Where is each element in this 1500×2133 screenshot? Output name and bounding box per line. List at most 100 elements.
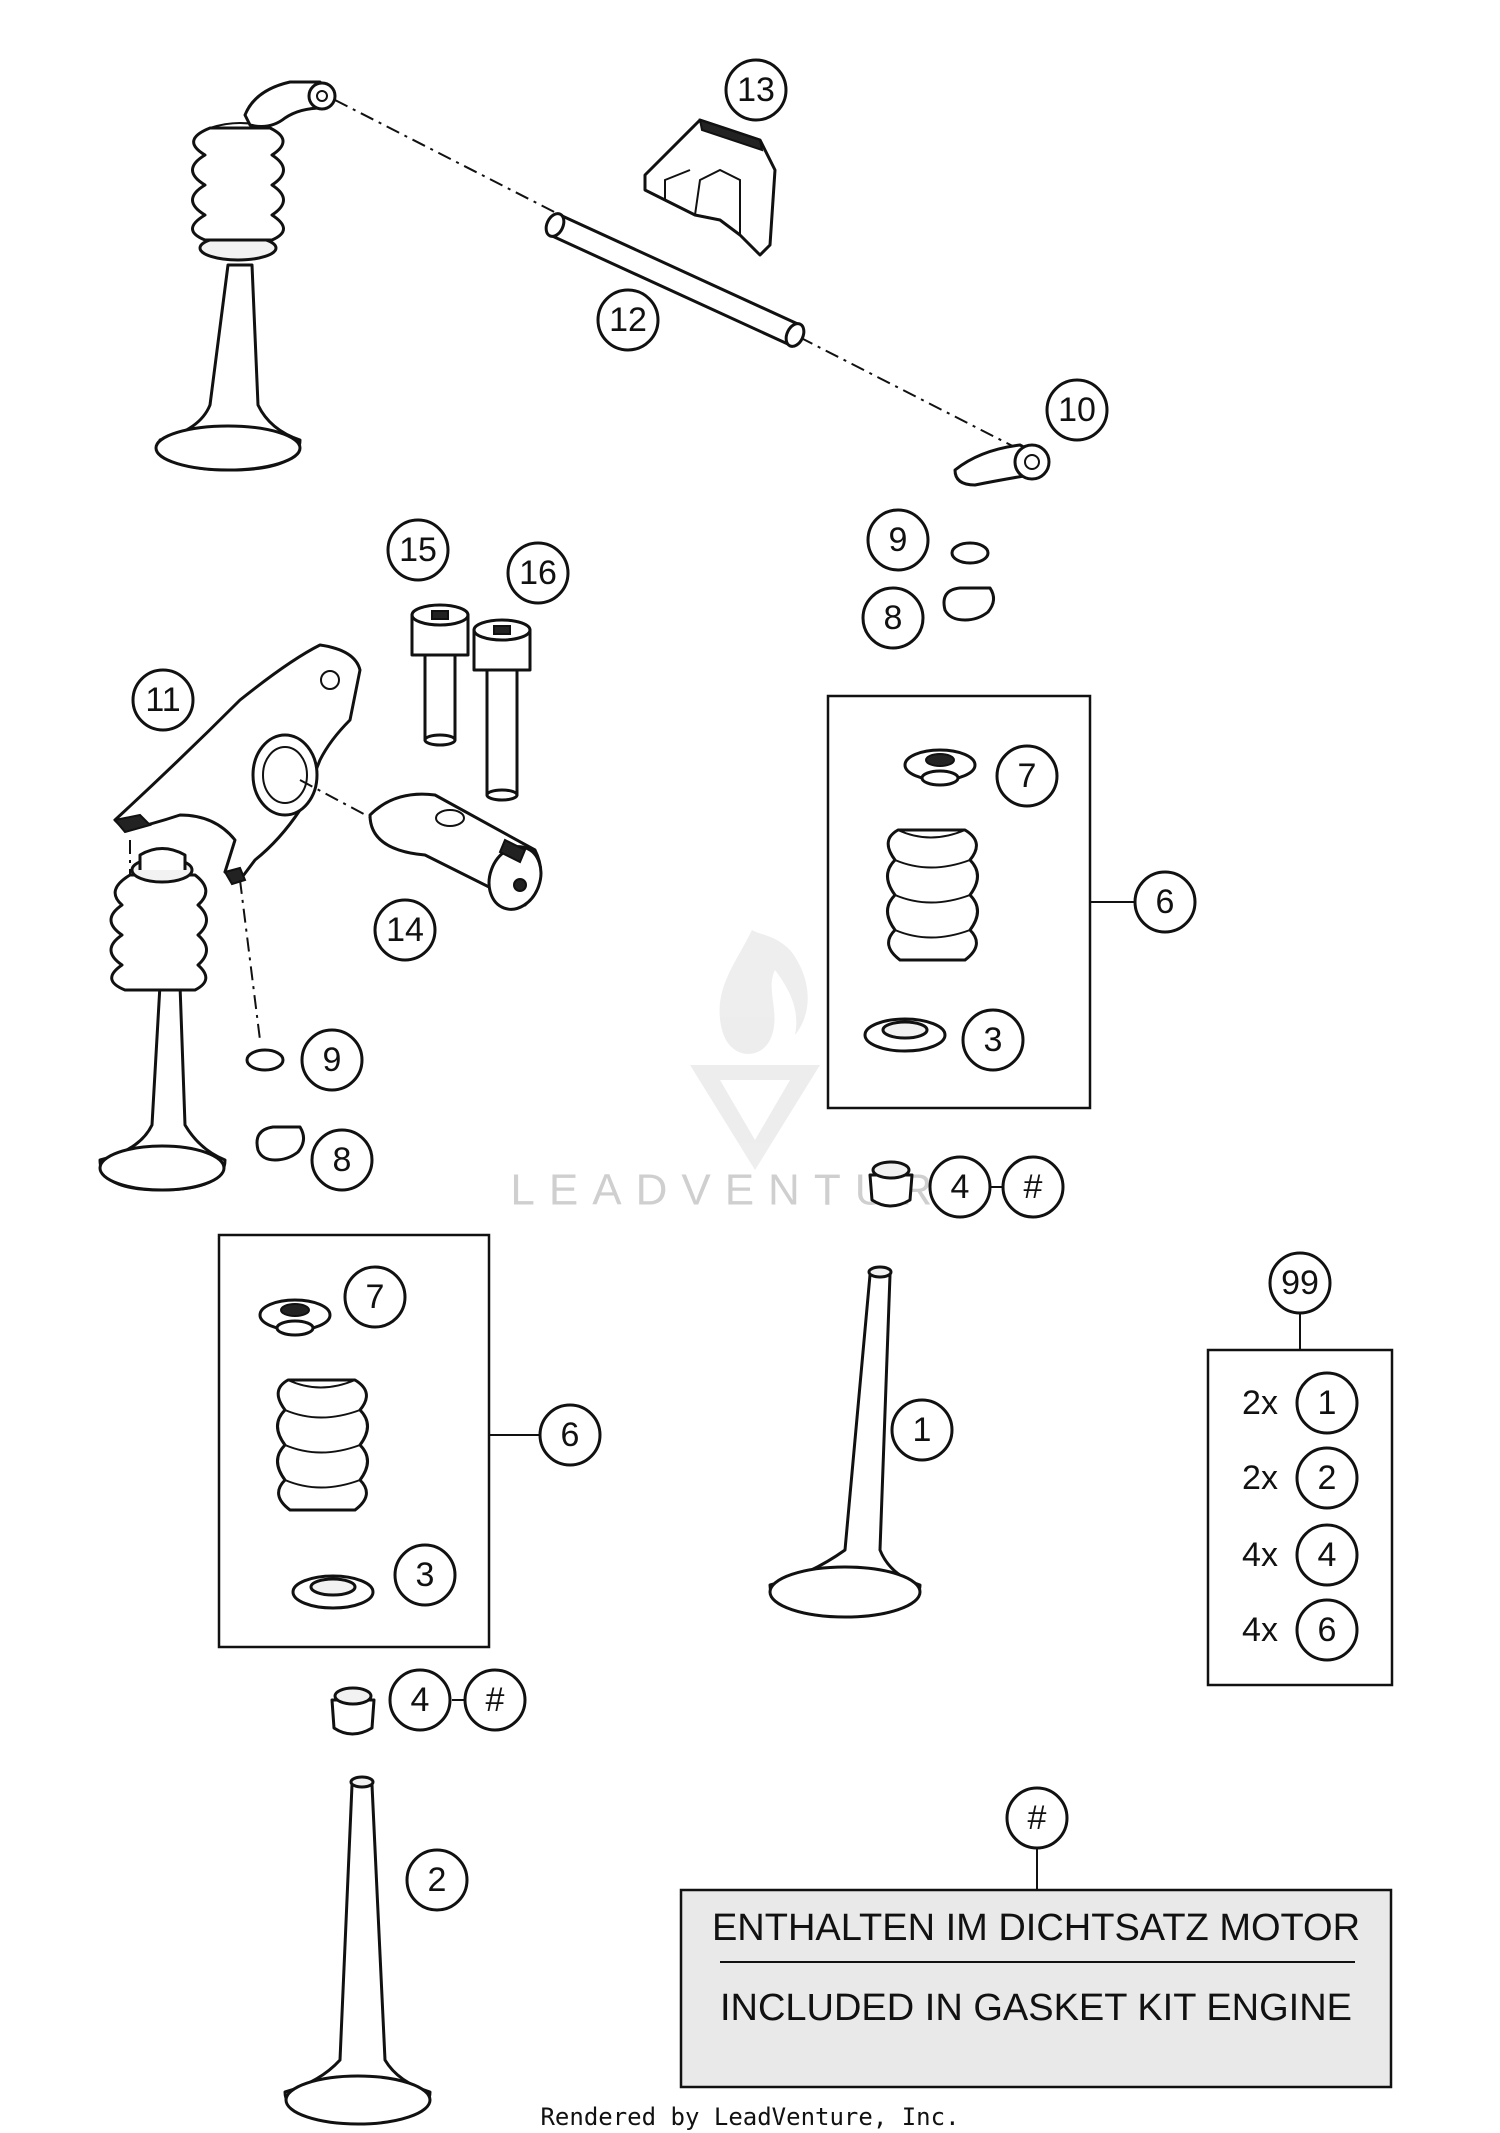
retainer-7-upper-illustration	[903, 748, 977, 787]
kit-row-3-circle[interactable]	[1295, 1523, 1359, 1587]
pin-axis-line	[299, 779, 376, 821]
kit-row-4: 4x 6	[1242, 1598, 1359, 1662]
seat-3-lower-illustration	[291, 1574, 375, 1610]
keeper-8-left-illustration	[255, 1125, 305, 1162]
kit-row-3: 4x 4	[1242, 1523, 1359, 1587]
callout-4-upper[interactable]: 4	[928, 1155, 992, 1219]
watermark-text: LEADVENTURE	[510, 1166, 989, 1215]
pad-9-left-illustration	[245, 1048, 285, 1072]
callout-7-upper-label: 7	[1018, 757, 1037, 795]
callout-16-label: 16	[519, 554, 557, 592]
callout-16[interactable]: 16	[506, 541, 570, 605]
pin-14-illustration	[368, 792, 543, 911]
callout-14-label: 14	[386, 911, 424, 949]
keeper-8-top-illustration	[942, 586, 995, 622]
callout-13-label: 13	[737, 71, 775, 109]
rocker-10-illustration	[953, 443, 1051, 487]
seal-4-upper-illustration	[868, 1160, 914, 1208]
kit-row-1-ref: 1	[1318, 1384, 1337, 1422]
kit-row-3-ref: 4	[1318, 1536, 1337, 1574]
note-line-en: INCLUDED IN GASKET KIT ENGINE	[720, 1987, 1352, 2029]
kit-row-1-circle[interactable]	[1295, 1371, 1359, 1435]
callout-hash-note-label: #	[1028, 1799, 1047, 1837]
spring-upper-illustration	[886, 828, 979, 962]
callout-hash-upper[interactable]: #	[1001, 1155, 1065, 1219]
left-valve-illustration	[98, 840, 227, 1192]
spring-lower-illustration	[276, 1378, 369, 1512]
spring-set-box-lower	[217, 1233, 491, 1649]
callout-3-lower[interactable]: 3	[393, 1543, 457, 1607]
seat-3-upper-illustration	[863, 1017, 947, 1053]
callout-15-label: 15	[399, 531, 437, 569]
callout-11[interactable]: 11	[131, 668, 195, 732]
seal-4-lower-illustration	[330, 1686, 376, 1736]
callout-99-label: 99	[1281, 1264, 1319, 1302]
callout-4-lower-label: 4	[411, 1681, 430, 1719]
kit-row-2-qty: 2x	[1242, 1459, 1278, 1497]
bracket-13-illustration	[643, 118, 777, 257]
callout-4-lower[interactable]: 4	[388, 1668, 452, 1732]
callout-6-upper[interactable]: 6	[1133, 870, 1197, 934]
note-box	[679, 1888, 1393, 2089]
callout-3-upper-label: 3	[984, 1021, 1003, 1059]
callout-2-label: 2	[428, 1861, 447, 1899]
callout-6-lower-label: 6	[561, 1416, 580, 1454]
callout-9-top-label: 9	[889, 521, 908, 559]
kit-row-4-qty: 4x	[1242, 1611, 1278, 1649]
valve-1-illustration	[768, 1265, 922, 1619]
valve-2-illustration	[283, 1775, 432, 2126]
callout-13[interactable]: 13	[724, 58, 788, 122]
retainer-7-lower-illustration	[258, 1298, 332, 1337]
callout-8-left[interactable]: 8	[310, 1128, 374, 1192]
footer-credit: Rendered by LeadVenture, Inc.	[540, 2103, 959, 2131]
callout-9-left-label: 9	[323, 1041, 342, 1079]
callout-10[interactable]: 10	[1045, 378, 1109, 442]
callout-14[interactable]: 14	[373, 898, 437, 962]
kit-row-2-circle[interactable]	[1295, 1446, 1359, 1510]
kit-row-3-qty: 4x	[1242, 1536, 1278, 1574]
callout-11-label: 11	[145, 681, 180, 719]
callout-6-upper-label: 6	[1156, 883, 1175, 921]
rocker-arm-11-illustration	[113, 643, 362, 886]
callout-7-lower-label: 7	[366, 1278, 385, 1316]
callout-15[interactable]: 15	[386, 518, 450, 582]
callout-hash-lower-label: #	[486, 1681, 505, 1719]
kit-row-2-ref: 2	[1318, 1459, 1337, 1497]
top-valve-illustration	[154, 80, 337, 472]
callout-1[interactable]: 1	[890, 1398, 954, 1462]
callout-99[interactable]: 99	[1268, 1251, 1332, 1315]
callout-9-top[interactable]: 9	[866, 508, 930, 572]
kit-99-box	[1206, 1348, 1394, 1687]
callout-6-lower[interactable]: 6	[538, 1403, 602, 1467]
bolt-16-illustration	[472, 618, 532, 802]
callout-2[interactable]: 2	[405, 1848, 469, 1912]
callout-7-upper[interactable]: 7	[995, 744, 1059, 808]
callout-1-label: 1	[913, 1411, 932, 1449]
callout-hash-lower[interactable]: #	[463, 1668, 527, 1732]
kit-row-4-circle[interactable]	[1295, 1598, 1359, 1662]
pad-9-top-illustration	[950, 541, 990, 565]
watermark: LEADVENTURE	[510, 930, 989, 1215]
callout-12[interactable]: 12	[596, 288, 660, 352]
note-line-de: ENTHALTEN IM DICHTSATZ MOTOR	[712, 1907, 1360, 1949]
callout-hash-upper-label: #	[1024, 1168, 1043, 1206]
kit-row-4-ref: 6	[1318, 1611, 1337, 1649]
callout-3-lower-label: 3	[416, 1556, 435, 1594]
callout-8-left-label: 8	[333, 1141, 352, 1179]
callout-3-upper[interactable]: 3	[961, 1008, 1025, 1072]
watermark-logo-icon	[690, 930, 820, 1170]
callout-12-label: 12	[609, 301, 647, 339]
callout-10-label: 10	[1058, 391, 1096, 429]
callout-hash-note[interactable]: #	[1005, 1786, 1069, 1850]
bolt-15-illustration	[410, 603, 470, 747]
callout-9-left[interactable]: 9	[300, 1028, 364, 1092]
callout-7-lower[interactable]: 7	[343, 1265, 407, 1329]
kit-row-2: 2x 2	[1242, 1446, 1359, 1510]
callout-4-upper-label: 4	[951, 1168, 970, 1206]
kit-row-1: 2x 1	[1242, 1371, 1359, 1435]
pad-axis-line	[239, 879, 261, 1041]
callout-8-top[interactable]: 8	[861, 586, 925, 650]
rocker-shaft-illustration	[544, 212, 806, 348]
kit-row-1-qty: 2x	[1242, 1384, 1278, 1422]
